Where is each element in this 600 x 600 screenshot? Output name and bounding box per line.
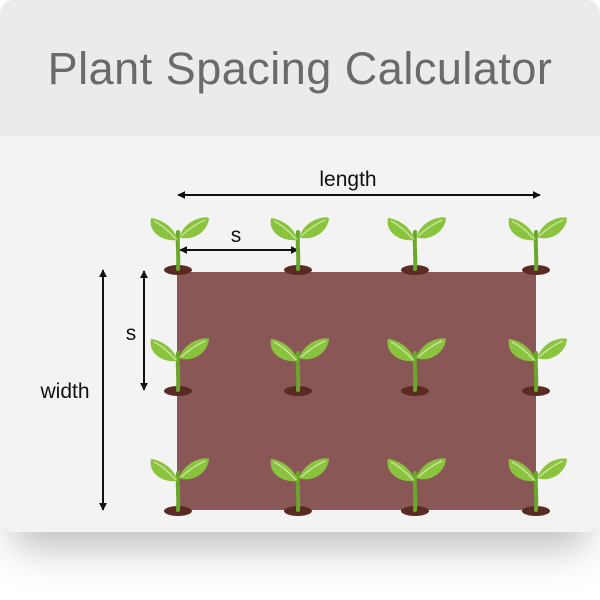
page-title: Plant Spacing Calculator [47, 43, 553, 94]
seedling-icon [268, 215, 331, 277]
spacing-vertical-label: s [126, 322, 137, 345]
seedling-icon [385, 215, 448, 277]
width-label: width [39, 380, 89, 403]
length-label: length [319, 168, 376, 191]
seedling-icon [148, 215, 211, 277]
seedling-icon [506, 215, 569, 277]
spacing-horizontal-label: s [231, 224, 242, 247]
header: Plant Spacing Calculator [0, 0, 600, 136]
planting-plot [177, 272, 536, 510]
